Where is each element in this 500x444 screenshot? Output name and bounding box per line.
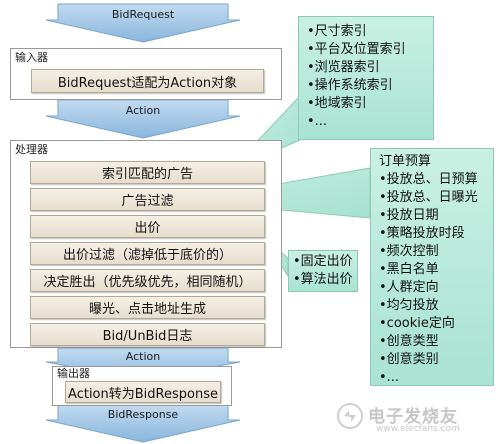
callout-filter-item: •创意类型 [379, 334, 439, 349]
callout-index: •尺寸索引 •平台及位置索引 •浏览器索引 •操作系统索引 •地域索引 •... [298, 16, 434, 140]
callout-bid: •固定出价 •算法出价 [288, 250, 358, 292]
input-panel: 输入器 BidRequest适配为Action对象 [10, 48, 282, 100]
step-winner: 决定胜出（优先级优先，相同随机） [30, 269, 265, 292]
callout-filter-item: •cookie定向 [379, 316, 455, 331]
flow-arrow-action-1 [45, 99, 241, 139]
callout-index-item: •尺寸索引 [307, 24, 367, 39]
callout-filter-item: •黑白名单 [379, 262, 439, 277]
output-step: Action转为BidResponse [65, 381, 221, 403]
callout-filter-item: •创意类别 [379, 352, 439, 367]
callout-index-item: •... [307, 114, 328, 129]
callout-filter-item: •投放日期 [379, 208, 439, 223]
flow-label-action-2: Action [125, 350, 161, 363]
callout-index-item: •操作系统索引 [307, 78, 393, 93]
flow-label-bidresponse: BidResponse [107, 408, 179, 421]
input-step: BidRequest适配为Action对象 [31, 69, 264, 93]
watermark: 电子发烧友 www.elecfans.com [336, 396, 496, 440]
callout-bid-item: •算法出价 [293, 272, 353, 287]
input-panel-title: 输入器 [15, 51, 48, 64]
processor-panel: 处理器 索引匹配的广告 广告过滤 出价 出价过滤（滤掉低于底价的） 决定胜出（优… [10, 140, 282, 348]
step-ad-filter: 广告过滤 [30, 188, 265, 211]
callout-index-item: •地域索引 [307, 96, 367, 111]
step-index-match: 索引匹配的广告 [30, 161, 265, 184]
watermark-text: 电子发烧友 [368, 407, 458, 427]
processor-panel-title: 处理器 [15, 143, 48, 156]
callout-filter-item: •策略投放时段 [379, 226, 465, 241]
callout-index-item: •浏览器索引 [307, 60, 380, 75]
callout-index-item: •平台及位置索引 [307, 42, 406, 57]
watermark-url: www.elecfans.com [376, 424, 460, 434]
flow-arrow-input [45, 3, 241, 43]
callout-filter-title: 订单预算 [379, 154, 432, 169]
callout-filter-item: •投放总、日曝光 [379, 190, 478, 205]
output-panel: 输出器 Action转为BidResponse [52, 366, 232, 406]
flow-label-action-1: Action [125, 104, 161, 117]
callout-filter-item: •均匀投放 [379, 298, 439, 313]
callout-filter-item: •频次控制 [379, 244, 439, 259]
callout-filter-item: •投放总、日预算 [379, 172, 478, 187]
callout-bid-item: •固定出价 [293, 254, 353, 269]
step-log: Bid/UnBid日志 [30, 323, 265, 346]
callout-filter-item: •人群定向 [379, 280, 439, 295]
output-panel-title: 输出器 [57, 367, 90, 380]
watermark-logo-icon [337, 403, 363, 429]
step-bid-filter: 出价过滤（滤掉低于底价的） [30, 242, 265, 265]
step-url-gen: 曝光、点击地址生成 [30, 296, 265, 319]
callout-filter-item: •... [379, 370, 400, 385]
flow-arrow-output [45, 403, 241, 443]
flow-label-bidrequest: BidRequest [111, 8, 175, 21]
step-bid: 出价 [30, 215, 265, 238]
callout-filter: 订单预算 •投放总、日预算 •投放总、日曝光 •投放日期 •策略投放时段 •频次… [370, 148, 494, 386]
